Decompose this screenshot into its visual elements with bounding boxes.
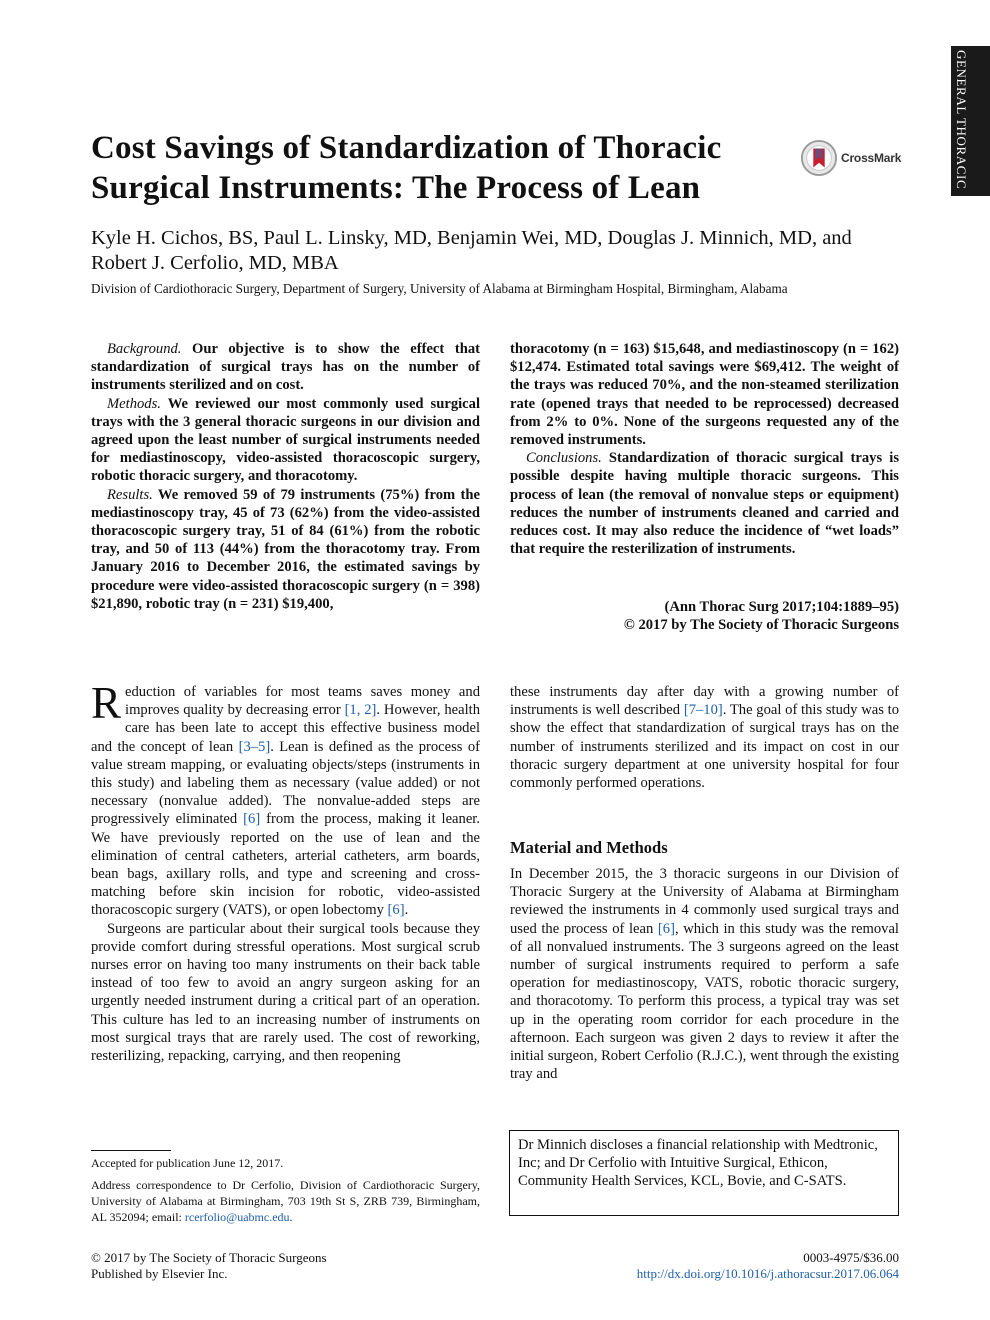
text-run: . [404,902,409,919]
text-run: . The goal of this study was to show the… [510,702,899,792]
methods-text: We reviewed our most commonly used surgi… [91,395,481,485]
accepted-note: Accepted for publication June 12, 2017. [91,1156,284,1170]
methods-paragraph-1: In December 2015, the 3 thoracic surgeon… [510,865,899,1083]
journal-citation: (Ann Thorac Surg 2017;104:1889–95) © 201… [560,598,899,634]
methods-label: Methods. [107,395,161,412]
abstract-copyright: © 2017 by The Society of Thoracic Surgeo… [623,617,899,634]
reference-link[interactable]: [6] [387,902,405,919]
correspondence-note: Address correspondence to Dr Cerfolio, D… [91,1177,480,1225]
abstract-column-right: thoracotomy (n = 163) $15,648, and media… [510,340,899,558]
crossmark-icon [800,139,838,177]
crossmark-label: CrossMark [841,151,902,165]
results-label: Results. [107,486,153,503]
crossmark-badge[interactable]: CrossMark [800,138,901,178]
text-run: . Lean is defined as the process of valu… [91,738,480,828]
footer-publisher: Published by Elsevier Inc. [91,1266,228,1281]
abstract-column-left: Background. Our objective is to show the… [91,340,480,613]
text-run: from the process, making it leaner. We h… [91,811,480,919]
conclusions-text: Standardization of thoracic surgical tra… [510,450,899,558]
author-list: Kyle H. Cichos, BS, Paul L. Linsky, MD, … [91,227,852,274]
body-column-right-bottom: In December 2015, the 3 thoracic surgeon… [510,865,899,1083]
body-column-right-top: these instruments day after day with a g… [510,683,899,792]
footer-left: © 2017 by The Society of Thoracic Surgeo… [91,1250,327,1282]
intro-paragraph-continued: these instruments day after day with a g… [510,683,899,792]
footer-right: 0003-4975/$36.00 http://dx.doi.org/10.10… [600,1250,899,1282]
section-heading: Material and Methods [510,838,668,857]
abstract-results-continued: thoracotomy (n = 163) $15,648, and media… [510,341,899,449]
email-link[interactable]: rcerfolio@uabmc.edu [184,1210,290,1224]
text-run: eduction of variables for most teams sav… [125,684,480,719]
reference-link[interactable]: [6] [243,811,261,828]
affiliation: Division of Cardiothoracic Surgery, Depa… [91,281,788,296]
reference-link[interactable]: [3–5] [238,738,271,755]
text-run: , which in this study was the removal of… [510,920,899,1083]
abstract-results: Results. We removed 59 of 79 instruments… [91,486,480,613]
section-tab: GENERAL THORACIC [951,46,990,196]
text-run: these instruments day after day with a g… [510,684,899,719]
background-text: Our objective is to show the effect that… [91,341,480,394]
reference-link[interactable]: [6] [657,920,675,937]
disclosure-box: Dr Minnich discloses a financial relatio… [509,1130,899,1216]
abstract-conclusions: Conclusions. Standardization of thoracic… [510,449,899,558]
citation-line: (Ann Thorac Surg 2017;104:1889–95) [664,599,899,615]
abstract-background: Background. Our objective is to show the… [91,340,480,395]
reference-link[interactable]: [1, 2] [344,702,377,719]
section-tab-label: GENERAL THORACIC [954,50,969,190]
article-title: Cost Savings of Standardization of Thora… [91,130,722,206]
reference-link[interactable]: [7–10] [683,702,723,719]
abstract-methods: Methods. We reviewed our most commonly u… [91,395,480,486]
results-text: We removed 59 of 79 instruments (75%) fr… [91,486,480,612]
text-run: . [289,1210,293,1224]
footer-copyright: © 2017 by The Society of Thoracic Surgeo… [91,1250,327,1265]
conclusions-label: Conclusions. [526,450,602,467]
address-text: Address correspondence to Dr Cerfolio, D… [91,1178,480,1224]
text-run: . However, health care has been late to … [91,702,481,755]
issn-price: 0003-4975/$36.00 [803,1250,899,1265]
footnote-divider [91,1150,171,1151]
intro-paragraph-2: Surgeons are particular about their surg… [91,920,480,1065]
drop-cap: R [91,678,122,728]
doi-link[interactable]: http://dx.doi.org/10.1016/j.athoracsur.2… [636,1266,899,1281]
text-run: In December 2015, the 3 thoracic surgeon… [510,866,899,937]
background-label: Background. [107,341,182,357]
